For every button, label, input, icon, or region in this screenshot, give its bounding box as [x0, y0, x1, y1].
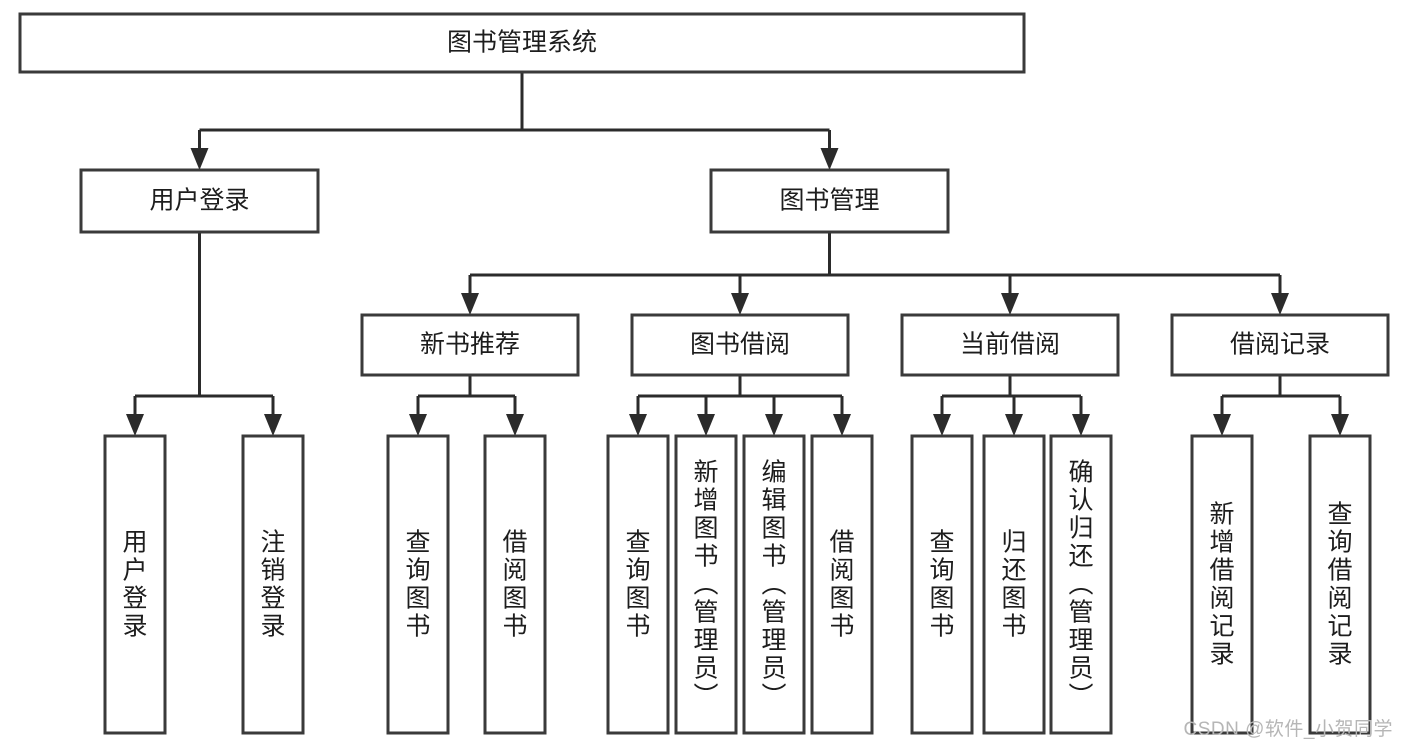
arrow-head-icon: [1271, 293, 1289, 315]
node-leaf-query-book-bb[interactable]: 查询图书: [606, 434, 670, 735]
node-box-leaf-add-book[interactable]: [674, 434, 738, 735]
arrow-head-icon: [1331, 414, 1349, 436]
node-label-root: 图书管理系统: [447, 29, 597, 57]
node-root[interactable]: 图书管理系统: [18, 12, 1026, 74]
arrow-head-icon: [409, 414, 427, 436]
node-leaf-add-book[interactable]: 新增图书︵管理员︶: [674, 434, 738, 735]
node-leaf-query-record[interactable]: 查询借阅记录: [1308, 434, 1372, 735]
csdn-watermark: CSDN @软件_小贺同学: [1183, 719, 1393, 740]
arrow-head-icon: [629, 414, 647, 436]
node-box-leaf-query-book-cb[interactable]: [910, 434, 974, 735]
arrow-head-icon: [697, 414, 715, 436]
node-user-login[interactable]: 用户登录: [79, 168, 320, 234]
node-label-book-manage: 图书管理: [779, 187, 879, 215]
node-current-borrow[interactable]: 当前借阅: [900, 313, 1120, 377]
node-leaf-user-login[interactable]: 用户登录: [103, 434, 167, 735]
node-box-leaf-query-book-bb[interactable]: [606, 434, 670, 735]
nodes-layer: 图书管理系统用户登录图书管理新书推荐图书借阅当前借阅借阅记录用户登录注销登录查询…: [18, 12, 1390, 735]
node-borrow-record[interactable]: 借阅记录: [1170, 313, 1390, 377]
node-label-leaf-add-record: 新增借阅记录: [1209, 500, 1234, 668]
node-label-leaf-confirm-return: 确认归还︵管理员︶: [1068, 458, 1093, 710]
node-label-leaf-query-book-bb: 查询图书: [625, 528, 650, 640]
node-label-current-borrow: 当前借阅: [960, 331, 1060, 359]
arrow-head-icon: [820, 148, 839, 170]
arrow-head-icon: [1213, 414, 1231, 436]
node-label-leaf-add-book: 新增图书︵管理员︶: [693, 458, 718, 710]
connectors-layer: [126, 72, 1349, 436]
arrow-head-icon: [731, 293, 749, 315]
node-box-leaf-query-book-rec[interactable]: [386, 434, 450, 735]
arrow-head-icon: [1072, 414, 1090, 436]
node-leaf-add-record[interactable]: 新增借阅记录: [1190, 434, 1254, 735]
arrow-head-icon: [933, 414, 951, 436]
node-book-borrow[interactable]: 图书借阅: [630, 313, 850, 377]
node-label-leaf-edit-book: 编辑图书︵管理员︶: [761, 458, 786, 710]
node-box-current-borrow[interactable]: [900, 313, 1120, 377]
node-leaf-return-book[interactable]: 归还图书: [982, 434, 1046, 735]
node-label-leaf-query-book-rec: 查询图书: [405, 528, 430, 640]
node-label-leaf-query-book-cb: 查询图书: [929, 528, 954, 640]
node-box-leaf-return-book[interactable]: [982, 434, 1046, 735]
arrow-head-icon: [190, 148, 209, 170]
node-leaf-edit-book[interactable]: 编辑图书︵管理员︶: [742, 434, 806, 735]
node-leaf-query-book-rec[interactable]: 查询图书: [386, 434, 450, 735]
node-box-borrow-record[interactable]: [1170, 313, 1390, 377]
node-box-leaf-borrow-book-rec[interactable]: [483, 434, 547, 735]
node-label-leaf-return-book: 归还图书: [1001, 528, 1026, 640]
node-box-root[interactable]: [18, 12, 1026, 74]
node-box-user-login[interactable]: [79, 168, 320, 234]
node-box-leaf-add-record[interactable]: [1190, 434, 1254, 735]
node-label-new-book-rec: 新书推荐: [420, 331, 520, 359]
node-label-leaf-logout: 注销登录: [260, 528, 285, 640]
node-leaf-logout[interactable]: 注销登录: [241, 434, 305, 735]
node-box-new-book-rec[interactable]: [360, 313, 580, 377]
arrow-head-icon: [1001, 293, 1019, 315]
node-box-leaf-edit-book[interactable]: [742, 434, 806, 735]
node-leaf-query-book-cb[interactable]: 查询图书: [910, 434, 974, 735]
node-label-book-borrow: 图书借阅: [690, 331, 790, 359]
node-box-leaf-user-login[interactable]: [103, 434, 167, 735]
node-box-leaf-confirm-return[interactable]: [1049, 434, 1113, 735]
node-label-leaf-query-record: 查询借阅记录: [1327, 500, 1352, 668]
node-leaf-borrow-book-rec[interactable]: 借阅图书: [483, 434, 547, 735]
node-new-book-rec[interactable]: 新书推荐: [360, 313, 580, 377]
arrow-head-icon: [833, 414, 851, 436]
node-label-leaf-borrow-book-bb: 借阅图书: [829, 528, 854, 640]
node-label-leaf-borrow-book-rec: 借阅图书: [502, 528, 527, 640]
arrow-head-icon: [506, 414, 524, 436]
arrow-head-icon: [1005, 414, 1023, 436]
node-label-user-login: 用户登录: [149, 187, 249, 215]
node-leaf-borrow-book-bb[interactable]: 借阅图书: [810, 434, 874, 735]
node-book-manage[interactable]: 图书管理: [709, 168, 950, 234]
node-label-borrow-record: 借阅记录: [1230, 331, 1330, 359]
node-label-leaf-user-login: 用户登录: [122, 528, 147, 640]
node-box-leaf-logout[interactable]: [241, 434, 305, 735]
node-box-leaf-query-record[interactable]: [1308, 434, 1372, 735]
arrow-head-icon: [461, 293, 479, 315]
arrow-head-icon: [126, 414, 144, 436]
arrow-head-icon: [765, 414, 783, 436]
node-box-leaf-borrow-book-bb[interactable]: [810, 434, 874, 735]
node-leaf-confirm-return[interactable]: 确认归还︵管理员︶: [1049, 434, 1113, 735]
arrow-head-icon: [264, 414, 282, 436]
node-box-book-manage[interactable]: [709, 168, 950, 234]
node-box-book-borrow[interactable]: [630, 313, 850, 377]
